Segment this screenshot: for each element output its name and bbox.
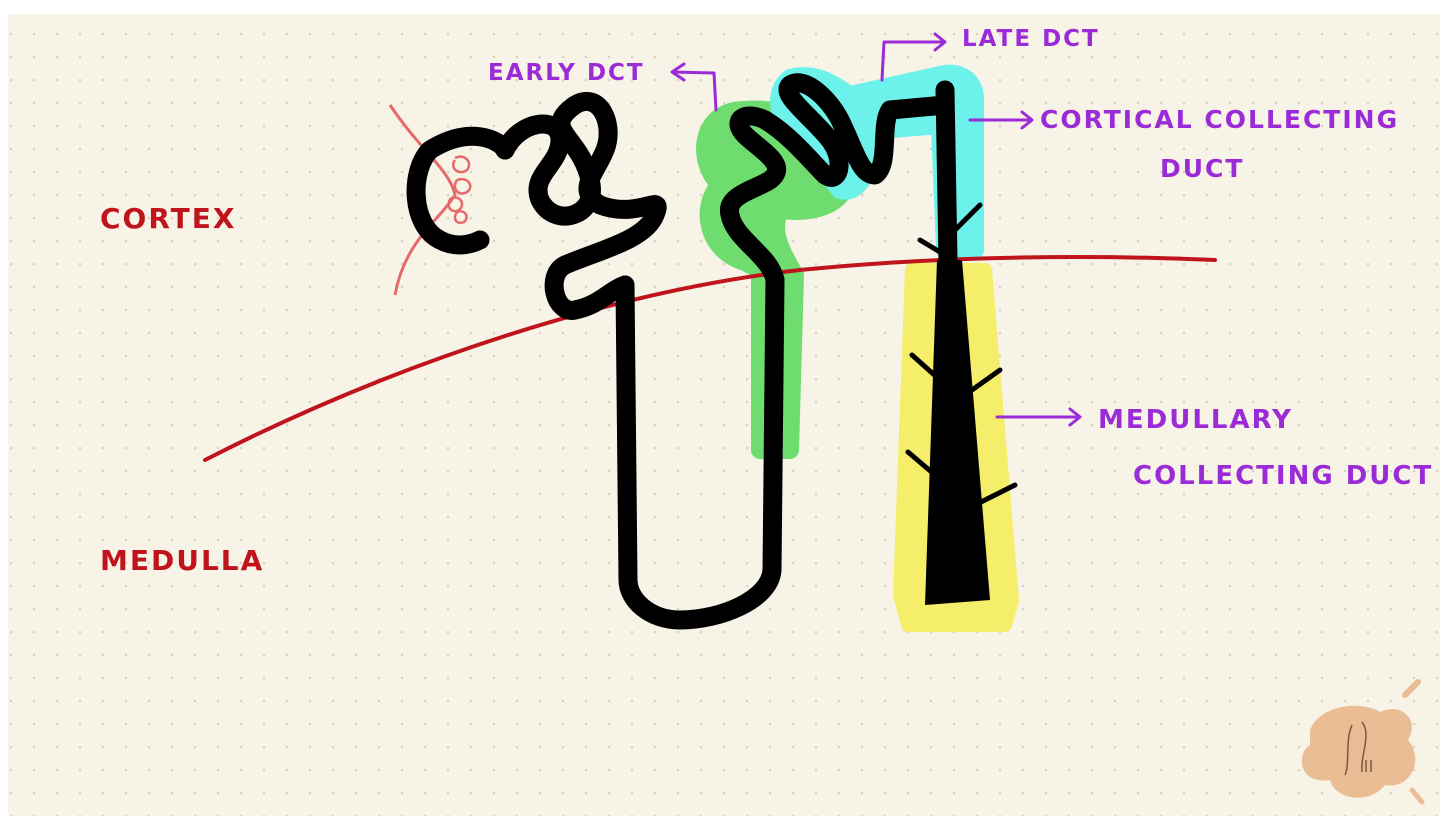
cortical-cd-branch [952,202,983,233]
cortical-cd-branch [917,237,948,258]
nephron-tubule [406,73,983,630]
cortical-cd-label-line2: DUCT [1160,154,1244,183]
cortical-cd-arrow [968,110,1034,130]
cortical-collecting-duct [935,80,958,270]
right-strip [1440,0,1447,816]
left-strip [0,0,8,816]
medullary-cd-arrow [995,407,1082,427]
loop-of-henle [615,270,785,630]
proximal-convoluted-tubule [495,92,667,320]
cortical-cd-label-line1: CORTICAL COLLECTING [1040,105,1399,134]
medullary-cd-label-line1: MEDULLARY [1098,405,1293,435]
glomerulus [388,104,472,296]
early-dct-arrow [670,62,718,112]
top-strip [0,0,1447,14]
late-dct-arrow [880,32,947,82]
late-dct-label: LATE DCT [962,26,1100,52]
distal-convoluted-tubule [720,73,955,290]
medullary-collecting-duct [925,260,990,605]
logo-watermark [1301,679,1425,805]
medulla-label: MEDULLA [100,544,264,577]
annotation-arrows [670,32,1082,427]
cortex-label: CORTEX [100,202,236,235]
medullary-cd-branches [905,352,1018,508]
early-dct-label: EARLY DCT [488,60,645,86]
medullary-cd-label-line2: COLLECTING DUCT [1133,461,1433,491]
